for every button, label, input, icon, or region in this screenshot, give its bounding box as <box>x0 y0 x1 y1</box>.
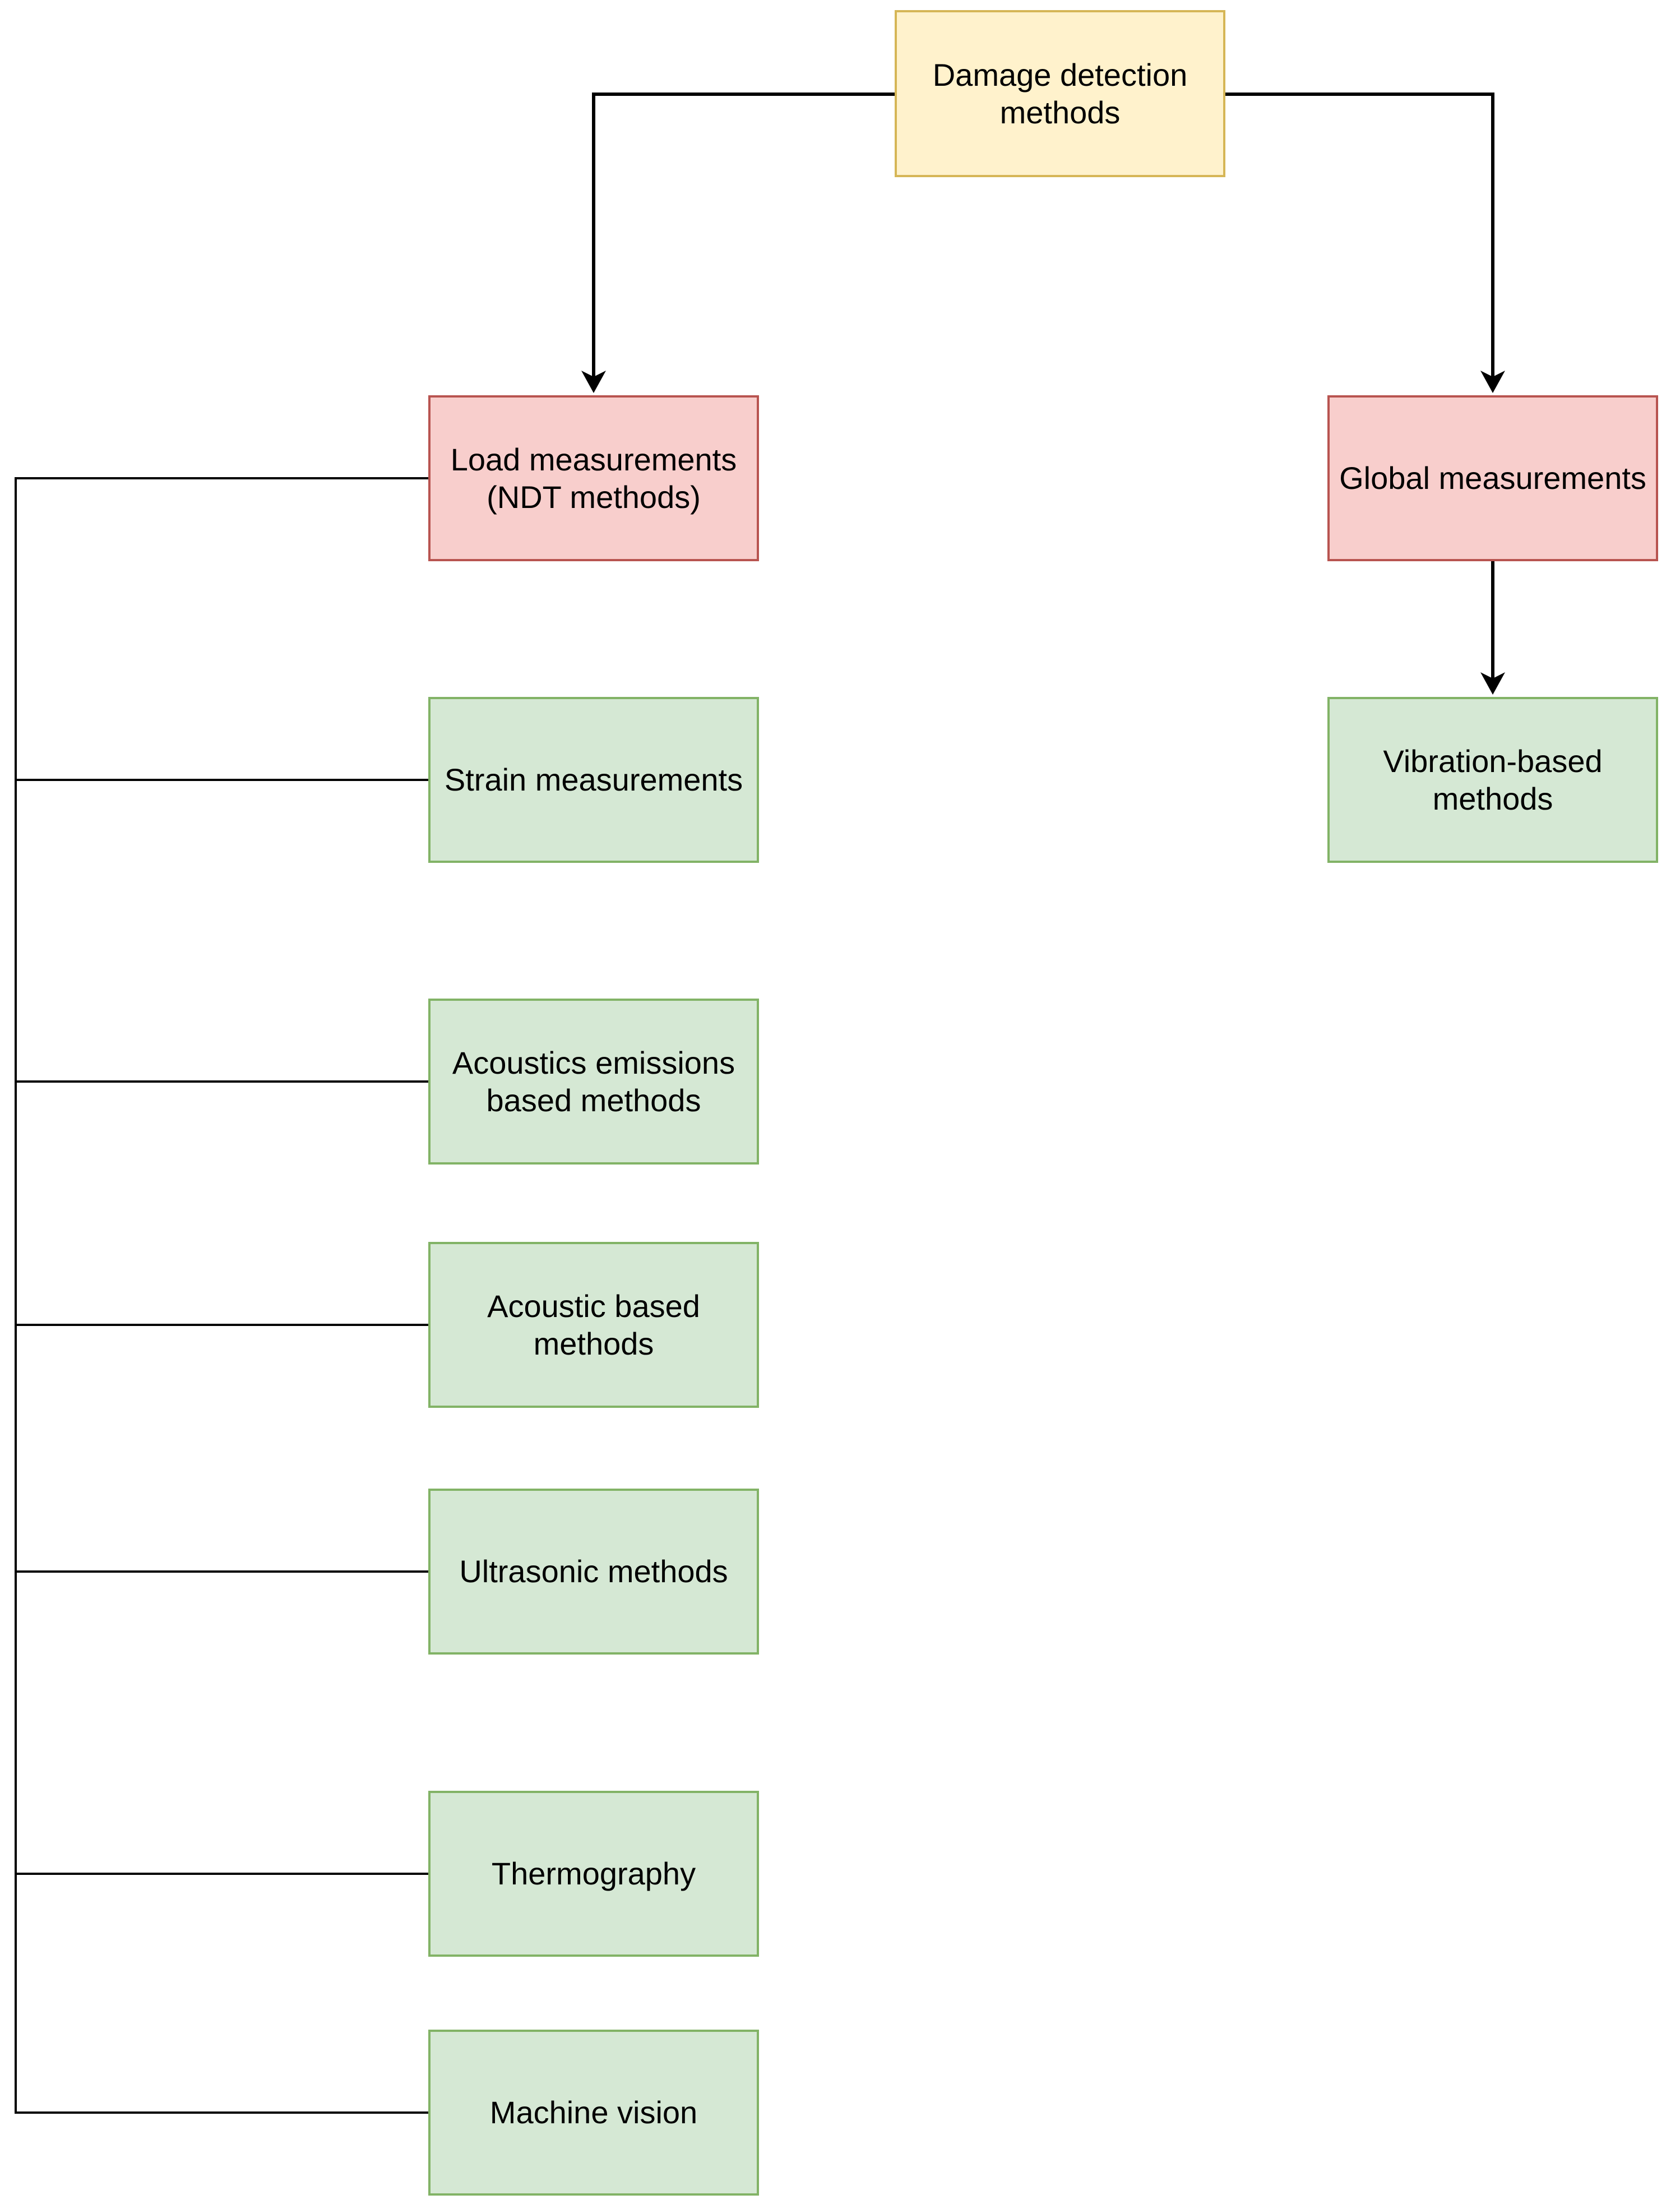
node-load-measurements: Load measurements (NDT methods) <box>428 395 759 561</box>
node-label: Vibration-based methods <box>1383 743 1603 816</box>
edge-root-to-global <box>1225 93 1494 377</box>
node-damage-detection-methods: Damage detection methods <box>895 10 1225 177</box>
node-global-measurements: Global measurements <box>1327 395 1658 561</box>
node-label: Damage detection methods <box>932 57 1188 130</box>
node-label: Strain measurements <box>444 762 743 798</box>
node-label: Acoustic based methods <box>487 1288 700 1361</box>
edge-root-to-load <box>592 93 895 377</box>
node-label: Machine vision <box>489 2095 698 2131</box>
arrow-down-icon <box>1480 672 1505 695</box>
node-strain-measurements: Strain measurements <box>428 697 759 863</box>
node-label: Thermography <box>491 1856 696 1892</box>
edge-load-rail <box>15 477 428 2114</box>
node-vibration-based-methods: Vibration-based methods <box>1327 697 1658 863</box>
node-label: Global measurements <box>1339 460 1646 496</box>
node-label: Load measurements (NDT methods) <box>450 441 737 515</box>
node-acoustic-based-methods: Acoustic based methods <box>428 1242 759 1408</box>
node-machine-vision: Machine vision <box>428 2030 759 2196</box>
arrow-down-icon <box>581 371 606 393</box>
node-acoustics-emissions-based-methods: Acoustics emissions based methods <box>428 999 759 1165</box>
arrow-down-icon <box>1480 371 1505 393</box>
node-label: Ultrasonic methods <box>459 1554 728 1590</box>
node-label: Acoustics emissions based methods <box>452 1045 735 1118</box>
node-thermography: Thermography <box>428 1791 759 1957</box>
node-ultrasonic-methods: Ultrasonic methods <box>428 1489 759 1655</box>
